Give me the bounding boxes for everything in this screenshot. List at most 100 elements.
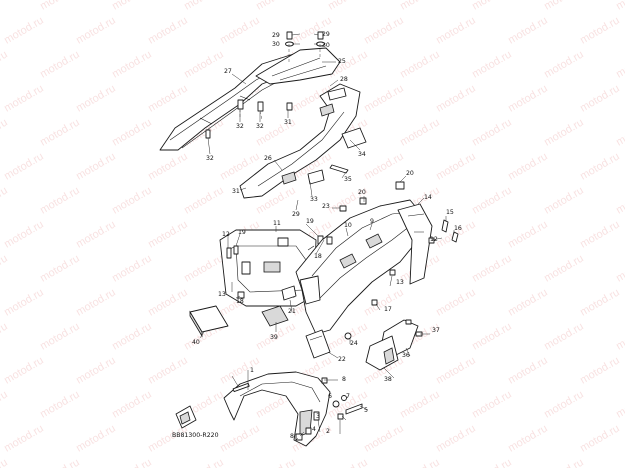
watermark-text: motod.ru	[218, 14, 262, 46]
watermark-text: motod.ru	[434, 14, 478, 46]
cowl-pads	[307, 87, 367, 185]
watermark-text: motod.ru	[254, 0, 298, 13]
callout-labels: 29 29 30 30 25 27 28 32 32 31 32 34 26 3…	[172, 31, 462, 440]
callout-11: 11	[273, 220, 281, 227]
callout-20b: 20	[406, 170, 414, 177]
fasteners-top	[205, 31, 349, 174]
watermark-text: motod.ru	[542, 0, 586, 13]
watermark-text: motod.ru	[614, 388, 625, 420]
callout-22: 22	[338, 356, 346, 363]
diagram-code: BB81300-R220	[172, 432, 219, 439]
callout-27: 27	[224, 68, 232, 75]
watermark-text: motod.ru	[0, 456, 10, 468]
license-bracket-22	[305, 329, 331, 359]
watermark-text: motod.ru	[146, 354, 190, 386]
watermark-text: motod.ru	[146, 218, 190, 250]
watermark-text: motod.ru	[542, 184, 586, 216]
callout-15: 15	[446, 209, 454, 216]
watermark-text: motod.ru	[38, 456, 82, 468]
watermark-text: motod.ru	[74, 150, 118, 182]
watermark-text: motod.ru	[74, 14, 118, 46]
watermark-text: motod.ru	[362, 82, 406, 114]
watermark-text: motod.ru	[74, 422, 118, 454]
watermark-text: motod.ru	[218, 422, 262, 454]
watermark-text: motod.ru	[182, 0, 226, 13]
watermark-text: motod.ru	[578, 286, 622, 318]
watermark-text: motod.ru	[110, 320, 154, 352]
watermark-text: motod.ru	[2, 218, 46, 250]
watermark-text: motod.ru	[2, 354, 46, 386]
callout-29b: 29	[322, 31, 330, 38]
callout-18a: 18	[314, 253, 322, 260]
watermark-text: motod.ru	[146, 150, 190, 182]
rear-cowl-26	[239, 83, 361, 199]
watermark-text: motod.ru	[578, 422, 622, 454]
callout-29c: 29	[292, 211, 300, 218]
watermark-text: motod.ru	[0, 0, 10, 13]
callout-31a: 31	[284, 119, 292, 126]
callout-31b: 31	[232, 188, 240, 195]
callout-8a: 8	[342, 376, 346, 383]
watermark-text: motod.ru	[2, 82, 46, 114]
watermark-text: motod.ru	[2, 14, 46, 46]
watermark-text: motod.ru	[506, 354, 550, 386]
watermark-text: motod.ru	[434, 82, 478, 114]
callout-8b: 8	[290, 433, 294, 440]
callout-4: 4	[312, 426, 316, 433]
watermark-text: motod.ru	[38, 184, 82, 216]
watermark-text: motod.ru	[182, 184, 226, 216]
callout-13b: 13	[396, 279, 404, 286]
watermark-text: motod.ru	[38, 48, 82, 80]
tail-cowl-25	[255, 47, 341, 85]
watermark-text: motod.ru	[614, 320, 625, 352]
watermark-text: motod.ru	[38, 0, 82, 13]
watermark-text: motod.ru	[146, 14, 190, 46]
watermark-text: motod.ru	[614, 184, 625, 216]
callout-32a: 32	[236, 123, 244, 130]
watermark-text: motod.ru	[398, 48, 442, 80]
watermark-text: motod.ru	[146, 82, 190, 114]
watermark-text: motod.ru	[434, 286, 478, 318]
callout-3: 3	[316, 413, 320, 420]
callout-12: 12	[222, 231, 230, 238]
watermark-text: motod.ru	[0, 48, 10, 80]
callout-13a: 13	[218, 291, 226, 298]
callout-30b: 30	[322, 42, 330, 49]
callout-29a: 29	[272, 32, 280, 39]
callout-33: 33	[310, 196, 318, 203]
callout-16: 16	[454, 225, 462, 232]
watermark-text: motod.ru	[110, 388, 154, 420]
callout-34: 34	[358, 151, 366, 158]
watermark-text: motod.ru	[506, 218, 550, 250]
watermark-text: motod.ru	[614, 252, 625, 284]
watermark-text: motod.ru	[2, 150, 46, 182]
watermark-text: motod.ru	[110, 116, 154, 148]
watermark-text: motod.ru	[110, 184, 154, 216]
bolts-fender	[326, 205, 459, 340]
watermark-text: motod.ru	[254, 456, 298, 468]
watermark-text: motod.ru	[182, 48, 226, 80]
watermark-text: motod.ru	[38, 388, 82, 420]
callout-9: 9	[370, 218, 374, 225]
callout-24: 24	[350, 340, 358, 347]
watermark-text: motod.ru	[0, 184, 10, 216]
callout-25: 25	[338, 58, 346, 65]
watermark-text: motod.ru	[362, 150, 406, 182]
watermark-text: motod.ru	[542, 320, 586, 352]
watermark-text: motod.ru	[0, 116, 10, 148]
watermark-text: motod.ru	[542, 388, 586, 420]
fender-flap	[299, 275, 321, 305]
watermark-text: motod.ru	[434, 354, 478, 386]
callout-36: 36	[402, 352, 410, 359]
watermark-text: motod.ru	[398, 116, 442, 148]
watermark-text: motod.ru	[0, 252, 10, 284]
watermark-text: motod.ru	[2, 286, 46, 318]
watermark-text: motod.ru	[362, 422, 406, 454]
watermark-text: motod.ru	[434, 150, 478, 182]
watermark-text: motod.ru	[74, 286, 118, 318]
callout-6: 6	[328, 393, 332, 400]
watermark-text: motod.ru	[326, 0, 370, 13]
callout-14: 14	[424, 194, 432, 201]
watermark-text: motod.ru	[182, 456, 226, 468]
bracket-21	[281, 285, 297, 301]
